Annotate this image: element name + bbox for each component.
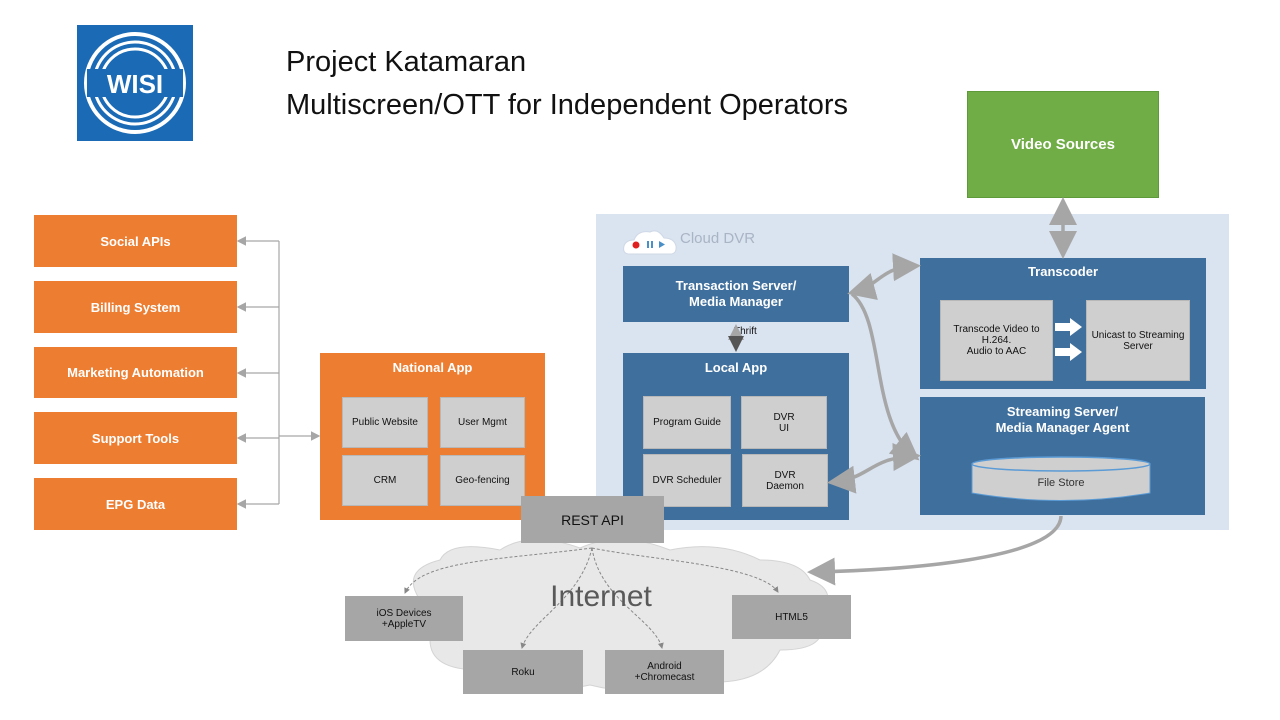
billing-system-label: Billing System xyxy=(90,299,181,315)
dvr-ui-line-1: DVR xyxy=(773,411,795,423)
html5-box: HTML5 xyxy=(732,595,851,639)
transcode-line-1: Transcode Video to xyxy=(953,324,1040,335)
rest-android-link xyxy=(591,547,664,649)
thrift-label: Thrift xyxy=(734,326,757,337)
transaction-server-line-1: Transaction Server/ xyxy=(675,278,797,293)
crm-label: CRM xyxy=(373,475,397,486)
support-tools-label: Support Tools xyxy=(91,430,180,446)
marketing-automation-label: Marketing Automation xyxy=(67,365,204,380)
social-apis-label: Social APIs xyxy=(100,233,171,249)
national-app-title: National App xyxy=(392,360,473,375)
public-website-label: Public Website xyxy=(352,417,418,428)
epg-data-label: EPG Data xyxy=(105,496,166,512)
ios-line-1: iOS Devices xyxy=(376,607,432,619)
streaming-server-line-1: Streaming Server/ xyxy=(1006,404,1119,419)
transaction-streaming-arrow xyxy=(850,292,920,461)
transaction-server-box: Transaction Server/ Media Manager xyxy=(623,266,849,322)
external-systems-connector xyxy=(236,236,321,509)
social-apis-box: Social APIs xyxy=(34,215,237,267)
epg-data-box: EPG Data xyxy=(34,478,237,530)
title-line-2: Multiscreen/OTT for Independent Operator… xyxy=(286,89,849,121)
transcoder-title: Transcoder xyxy=(1027,264,1099,279)
dvr-daemon-line-2: Daemon xyxy=(766,480,804,492)
dvr-ui-line-2: UI xyxy=(779,422,789,434)
wisi-logo: WISI xyxy=(77,25,193,141)
android-box: Android+Chromecast xyxy=(605,650,724,694)
transaction-transcoder-arrow xyxy=(847,253,921,301)
geo-fencing-label: Geo-fencing xyxy=(455,475,510,486)
rest-api-box: REST API xyxy=(521,496,664,543)
rest-api-label: REST API xyxy=(561,511,624,528)
android-line-2: +Chromecast xyxy=(634,672,695,683)
unicast-line-2: Server xyxy=(1123,340,1153,352)
title-line-1: Project Katamaran xyxy=(286,46,527,78)
local-app-title: Local App xyxy=(704,360,768,375)
marketing-automation-box: Marketing Automation xyxy=(34,347,237,398)
file-store-label: File Store xyxy=(1037,477,1085,489)
file-store-cylinder xyxy=(971,456,1151,501)
dvr-daemon-line-1: DVR xyxy=(774,469,796,481)
video-sources-label: Video Sources xyxy=(1011,136,1115,153)
user-mgmt-label: User Mgmt xyxy=(458,417,507,428)
html5-label: HTML5 xyxy=(775,611,808,623)
roku-box: Roku xyxy=(463,650,583,694)
support-tools-box: Support Tools xyxy=(34,412,237,464)
transcode-step-box: Transcode Video to H.264. Audio to AAC xyxy=(940,300,1053,381)
ios-line-2: +AppleTV xyxy=(381,618,427,630)
android-line-1: Android xyxy=(647,661,682,672)
daemon-streaming-arrow xyxy=(827,442,921,494)
program-guide-label: Program Guide xyxy=(653,417,721,428)
crm-box: CRM xyxy=(342,455,428,506)
roku-label: Roku xyxy=(511,666,535,678)
internet-label: Internet xyxy=(550,580,652,613)
ios-devices-box: iOS Devices+AppleTV xyxy=(345,596,463,641)
rest-roku-link xyxy=(520,547,593,649)
transaction-server-line-2: Media Manager xyxy=(689,294,783,309)
transcode-arrow-2 xyxy=(1055,343,1082,361)
unicast-step-box: Unicast to Streaming Server xyxy=(1086,300,1190,381)
geo-fencing-box: Geo-fencing xyxy=(440,455,525,506)
dvr-scheduler-label: DVR Scheduler xyxy=(652,475,722,486)
transcode-arrow-1 xyxy=(1055,318,1082,336)
transcode-line-2: H.264. xyxy=(981,335,1012,346)
user-mgmt-box: User Mgmt xyxy=(440,397,525,448)
program-guide-box: Program Guide xyxy=(643,396,731,449)
filestore-internet-arrow xyxy=(807,515,1063,586)
cloud-dvr-label: Cloud DVR xyxy=(680,230,756,247)
transcode-line-3: Audio to AAC xyxy=(966,346,1027,357)
streaming-server-line-2: Media Manager Agent xyxy=(995,420,1130,435)
logo-rings: WISI xyxy=(84,32,186,134)
unicast-line-1: Unicast to Streaming xyxy=(1091,329,1185,341)
billing-system-box: Billing System xyxy=(34,281,237,333)
svg-text:WISI: WISI xyxy=(107,69,163,99)
public-website-box: Public Website xyxy=(342,397,428,448)
page-title: Project Katamaran Multiscreen/OTT for In… xyxy=(286,41,848,127)
